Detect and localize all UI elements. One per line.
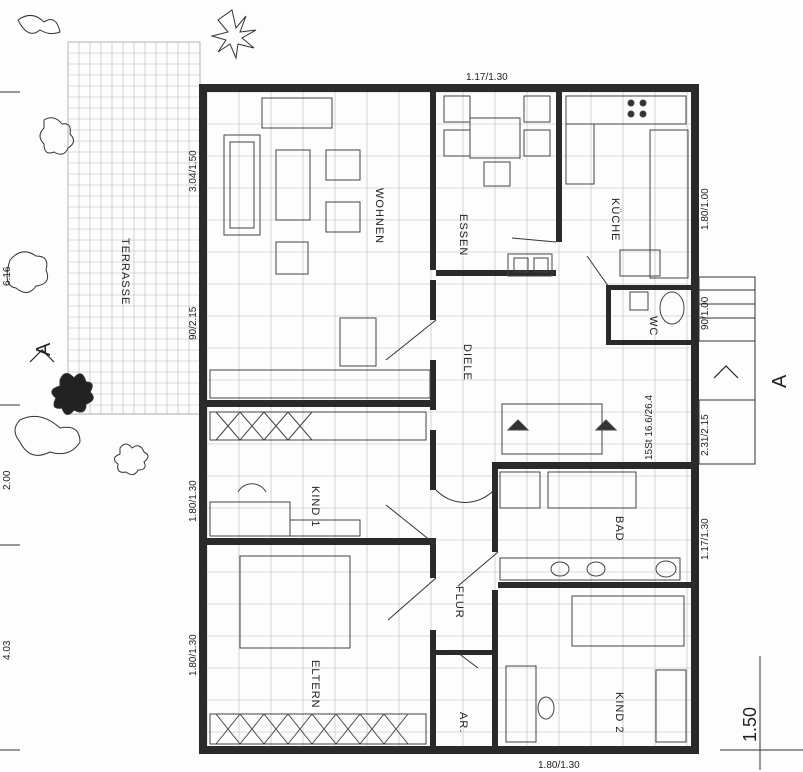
entrance-steps — [698, 276, 756, 465]
dimension-bottom-window: 1.80/1.30 — [538, 760, 580, 771]
room-label-kind2: KIND 2 — [613, 692, 625, 733]
room-label-ar: AR. — [457, 712, 469, 733]
room-label-wohnen: WOHNEN — [373, 188, 385, 244]
dimension-bad-window: 1.17/1.30 — [700, 518, 711, 560]
dimension-kuche-window: 1.80/1.00 — [700, 188, 711, 230]
dimension-eltern-window: 1.80/1.30 — [188, 634, 199, 676]
room-label-flur: FLUR — [453, 586, 465, 619]
room-label-bad: BAD — [613, 516, 625, 542]
scale-note: 1.50 — [740, 707, 760, 742]
margin-ticks — [0, 91, 803, 770]
room-label-wc: WC — [647, 316, 659, 336]
exterior-walls — [199, 84, 699, 754]
dimension-stair: 15St 16.6/26.4 — [644, 395, 655, 460]
dimension-wc-window: 90/1.00 — [700, 296, 711, 330]
room-label-kuche: KÜCHE — [609, 198, 621, 242]
section-marker-right: A — [769, 374, 791, 388]
dimension-kind1-window: 1.80/1.30 — [188, 480, 199, 522]
room-label-kind1: KIND 1 — [309, 486, 321, 527]
plant-icon — [6, 9, 257, 476]
margin-number-1: 6.16 — [2, 266, 13, 286]
section-markers — [29, 349, 739, 379]
dimension-top-window: 1.17/1.30 — [466, 72, 508, 83]
margin-number-3: 4.03 — [2, 640, 13, 660]
margin-number-2: 2.00 — [2, 470, 13, 490]
dimension-terrace-door: 90/2.15 — [188, 306, 199, 340]
room-label-essen: ESSEN — [457, 214, 469, 256]
furniture — [209, 95, 689, 745]
dimension-entrance-door: 2.31/2.15 — [700, 414, 711, 456]
door-swings — [385, 237, 612, 669]
room-label-eltern: ELTERN — [309, 660, 321, 709]
room-label-diele: DIELE — [461, 344, 473, 381]
dimension-wohnen-window: 3.04/1.50 — [188, 150, 199, 192]
room-label-terrasse: TERRASSE — [119, 238, 131, 305]
interior-walls — [207, 92, 691, 750]
section-marker-left: A — [33, 342, 55, 356]
